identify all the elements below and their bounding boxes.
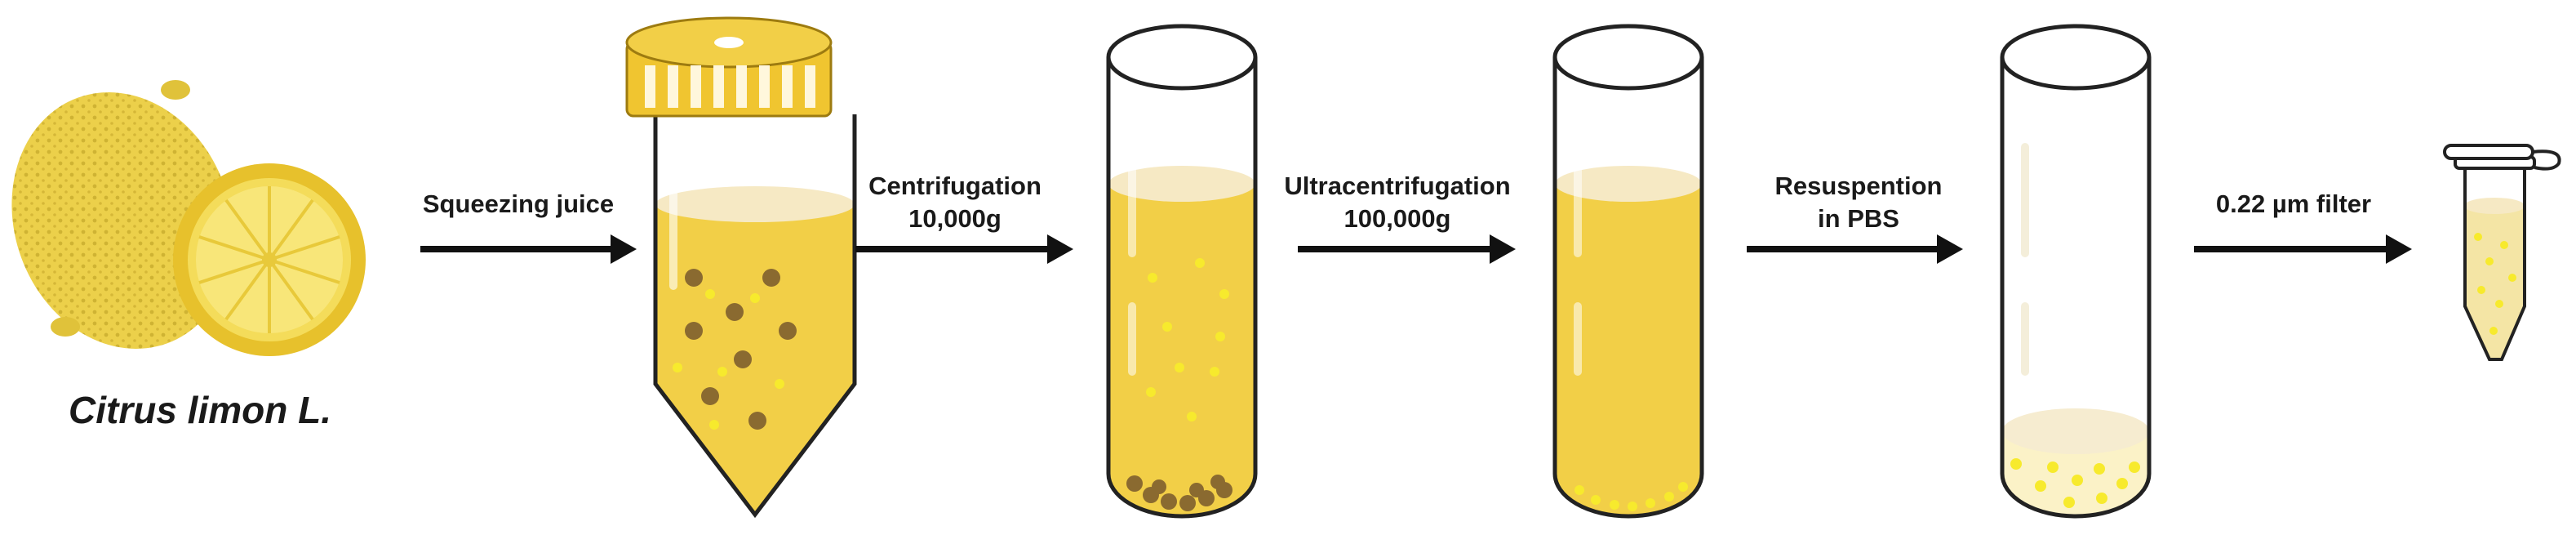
test-tube-icon [2000,24,2152,519]
arrow-icon [855,234,1073,264]
step-5-label: 0.22 µm filter [2216,190,2371,218]
test-tube-icon [1552,24,1704,519]
lemon-icon [0,65,366,376]
species-label: Citrus limon L. [69,389,331,431]
arrow-icon [2194,234,2412,264]
arrow-icon [420,234,637,264]
microtube-icon [2443,144,2561,361]
conical-tube-icon [625,16,857,519]
step-3-label-line2: 100,000g [1344,204,1451,233]
step-1-label: Squeezing juice [423,190,614,218]
step-4-label-line2: in PBS [1818,204,1899,233]
step-2-label-line2: 10,000g [908,204,1002,233]
arrow-icon [1747,234,1963,264]
step-2-label-line1: Centrifugation [868,172,1042,200]
step-3-label-line1: Ultracentrifugation [1284,172,1510,200]
step-4-label-line1: Resuspention [1775,172,1943,200]
test-tube-icon [1106,24,1258,519]
arrow-icon [1298,234,1516,264]
